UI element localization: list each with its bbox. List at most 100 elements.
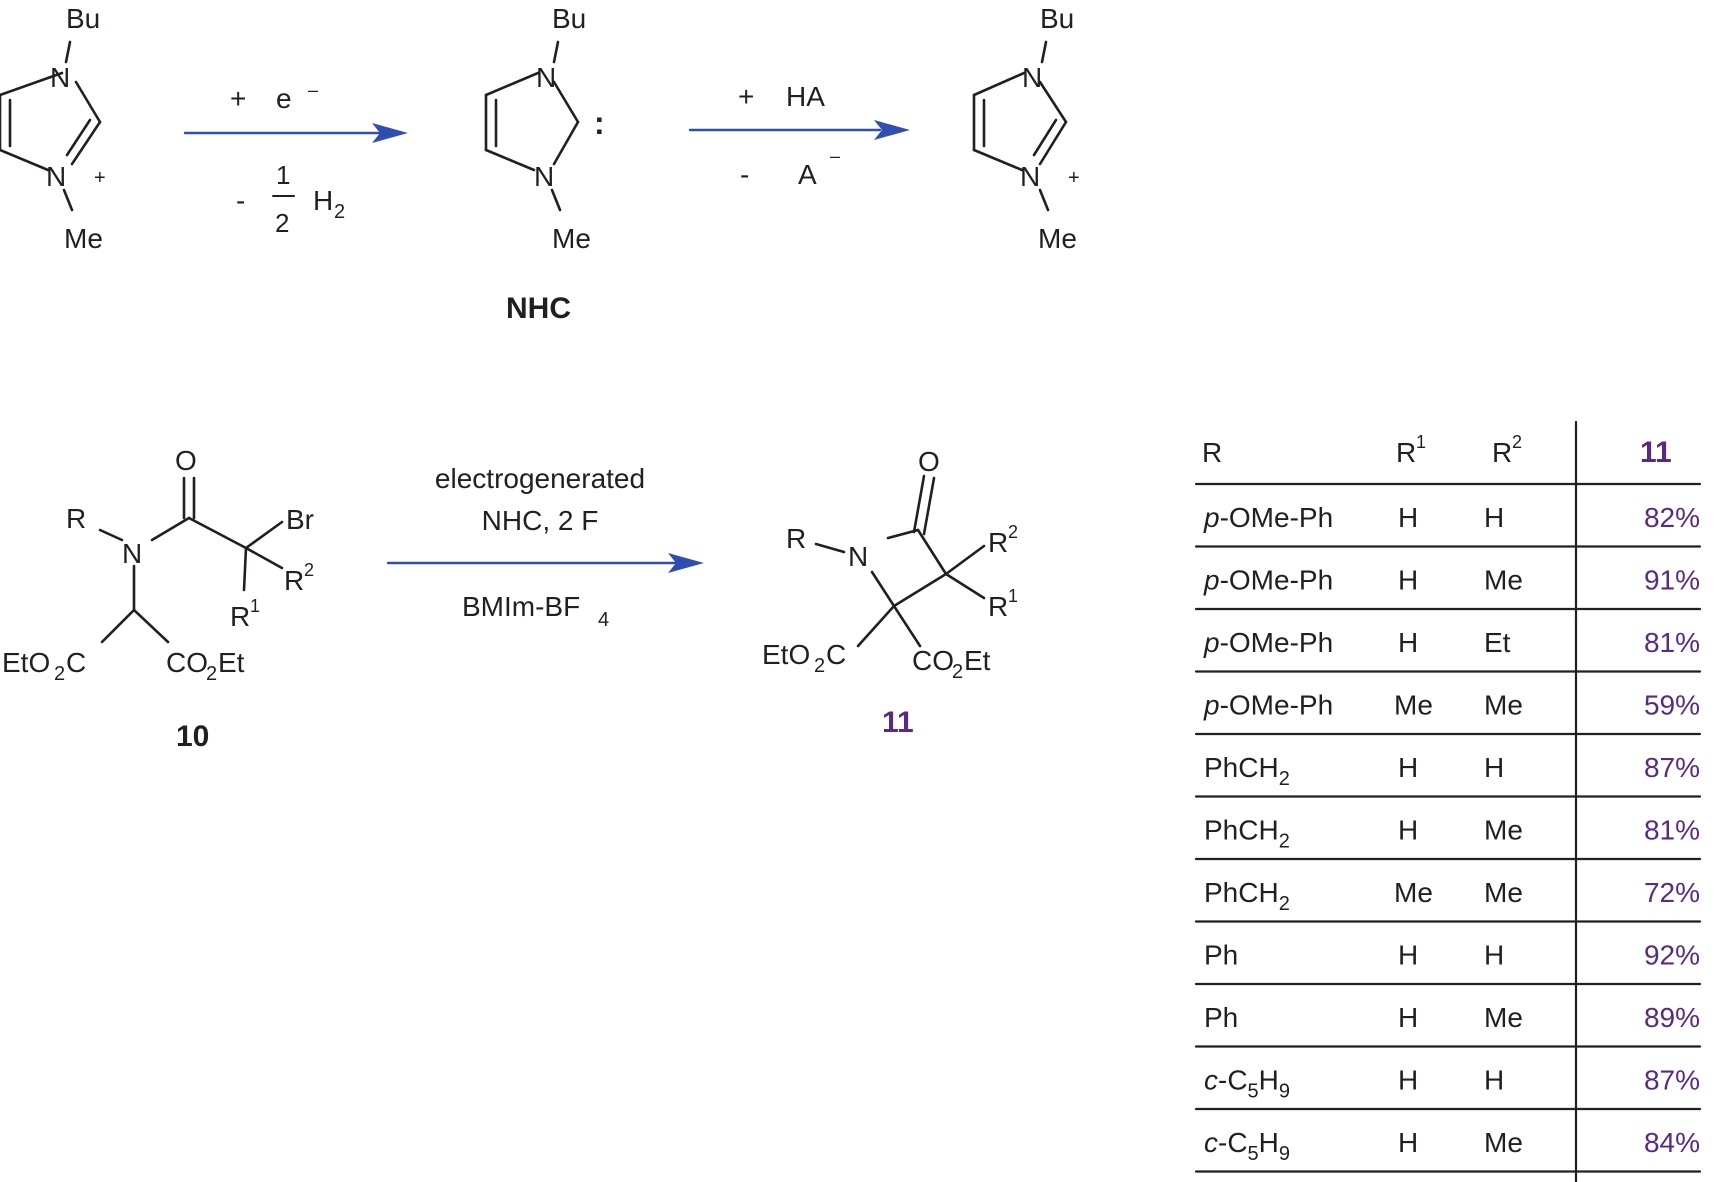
cell-r2: H bbox=[1484, 1065, 1504, 1096]
cell-r1: H bbox=[1398, 752, 1418, 783]
cell-r: p-OMe-Ph bbox=[1203, 565, 1333, 596]
svg-text:+: + bbox=[738, 81, 754, 112]
cell-r1: H bbox=[1398, 815, 1418, 846]
n-atom: N bbox=[848, 541, 868, 572]
svg-text:C: C bbox=[66, 647, 86, 678]
svg-text:1: 1 bbox=[276, 160, 290, 190]
bottom-substituent: Me bbox=[64, 223, 103, 254]
reactant-10: O R N Br R 2 R 1 EtO 2 C CO 2 Et 10 bbox=[2, 445, 314, 753]
n-top: N bbox=[1022, 62, 1042, 93]
carbonyl-o: O bbox=[175, 445, 197, 476]
cell-r2: H bbox=[1484, 752, 1504, 783]
svg-text:2: 2 bbox=[334, 201, 345, 223]
cell-r: p-OMe-Ph bbox=[1203, 690, 1333, 721]
cell-r2: H bbox=[1484, 502, 1504, 533]
svg-text:2: 2 bbox=[952, 661, 963, 683]
svg-text:C: C bbox=[826, 639, 846, 670]
svg-text:2: 2 bbox=[1512, 432, 1522, 452]
arrow-protonation: + HA - A – bbox=[688, 81, 910, 190]
product-11: O R N R 2 R 1 EtO 2 C CO 2 Et 11 bbox=[762, 446, 1018, 739]
n-atom: N bbox=[122, 538, 142, 569]
cell-r: PhCH2 bbox=[1204, 877, 1290, 915]
conditions-line3: BMIm-BF bbox=[462, 591, 580, 622]
header-r2: R bbox=[1492, 437, 1512, 468]
n-top: N bbox=[50, 62, 70, 93]
cell-r: p-OMe-Ph bbox=[1203, 502, 1333, 533]
cell-r2: Me bbox=[1484, 1127, 1523, 1158]
cell-yield: 59% bbox=[1644, 690, 1700, 721]
svg-text:1: 1 bbox=[1416, 432, 1426, 452]
arrow-reduction: + e – - 1 2 H 2 bbox=[183, 80, 408, 238]
svg-text:2: 2 bbox=[304, 560, 314, 580]
br-atom: Br bbox=[286, 504, 314, 535]
n-bottom: N bbox=[1020, 161, 1040, 192]
svg-text:1: 1 bbox=[1008, 586, 1018, 606]
conditions-line1: electrogenerated bbox=[435, 463, 645, 494]
svg-text:CO: CO bbox=[912, 645, 954, 676]
svg-text:EtO: EtO bbox=[762, 639, 810, 670]
svg-text:-: - bbox=[740, 159, 749, 190]
cell-r: c-C5H9 bbox=[1204, 1065, 1290, 1103]
compound-10-label: 10 bbox=[176, 720, 209, 753]
cell-yield: 87% bbox=[1644, 752, 1700, 783]
svg-text:2: 2 bbox=[275, 208, 289, 238]
cell-r: Ph bbox=[1204, 940, 1238, 971]
arrow-cyclization: electrogenerated NHC, 2 F BMIm-BF 4 bbox=[386, 463, 704, 631]
cell-r2: Me bbox=[1484, 1002, 1523, 1033]
charge: + bbox=[94, 167, 106, 189]
imidazolium-right: N N Bu Me + bbox=[972, 3, 1080, 254]
svg-text:R: R bbox=[284, 565, 304, 596]
bottom-substituent: Me bbox=[552, 223, 591, 254]
svg-text:A: A bbox=[798, 159, 817, 190]
conditions-line2: NHC, 2 F bbox=[482, 505, 599, 536]
svg-text:–: – bbox=[308, 80, 318, 100]
cell-r1: Me bbox=[1394, 877, 1433, 908]
n-bottom: N bbox=[534, 161, 554, 192]
cell-r2: Et bbox=[1484, 627, 1511, 658]
svg-text:4: 4 bbox=[598, 609, 609, 631]
n-top: N bbox=[536, 62, 556, 93]
table-row: Ph H Me 89% bbox=[1204, 1002, 1700, 1033]
nhc-structure: N N Bu Me : NHC bbox=[484, 3, 605, 325]
svg-text:2: 2 bbox=[206, 663, 217, 685]
top-substituent: Bu bbox=[66, 3, 100, 34]
cell-yield: 81% bbox=[1644, 627, 1700, 658]
svg-text:2: 2 bbox=[814, 655, 825, 677]
cell-yield: 84% bbox=[1644, 1127, 1700, 1158]
svg-text:2: 2 bbox=[1008, 522, 1018, 542]
svg-text:-: - bbox=[236, 185, 245, 216]
cell-yield: 81% bbox=[1644, 815, 1700, 846]
cell-r: Ph bbox=[1204, 1002, 1238, 1033]
svg-text:–: – bbox=[830, 146, 840, 166]
cell-r2: H bbox=[1484, 940, 1504, 971]
top-substituent: Bu bbox=[1040, 3, 1074, 34]
top-substituent: Bu bbox=[552, 3, 586, 34]
header-yield: 11 bbox=[1640, 436, 1672, 469]
cell-r1: H bbox=[1398, 1127, 1418, 1158]
svg-text:e: e bbox=[276, 83, 292, 114]
svg-text:R: R bbox=[988, 527, 1008, 558]
svg-text:CO: CO bbox=[166, 647, 208, 678]
cell-r1: H bbox=[1398, 1002, 1418, 1033]
svg-text:Et: Et bbox=[218, 647, 245, 678]
header-r1: R bbox=[1396, 437, 1416, 468]
cell-yield: 72% bbox=[1644, 877, 1700, 908]
imidazolium-left: N N Bu Me + bbox=[0, 3, 106, 254]
cell-r1: Me bbox=[1394, 690, 1433, 721]
cell-r2: Me bbox=[1484, 565, 1523, 596]
cell-r1: H bbox=[1398, 1065, 1418, 1096]
r-group: R bbox=[786, 523, 806, 554]
cell-r1: H bbox=[1398, 940, 1418, 971]
cell-yield: 89% bbox=[1644, 1002, 1700, 1033]
